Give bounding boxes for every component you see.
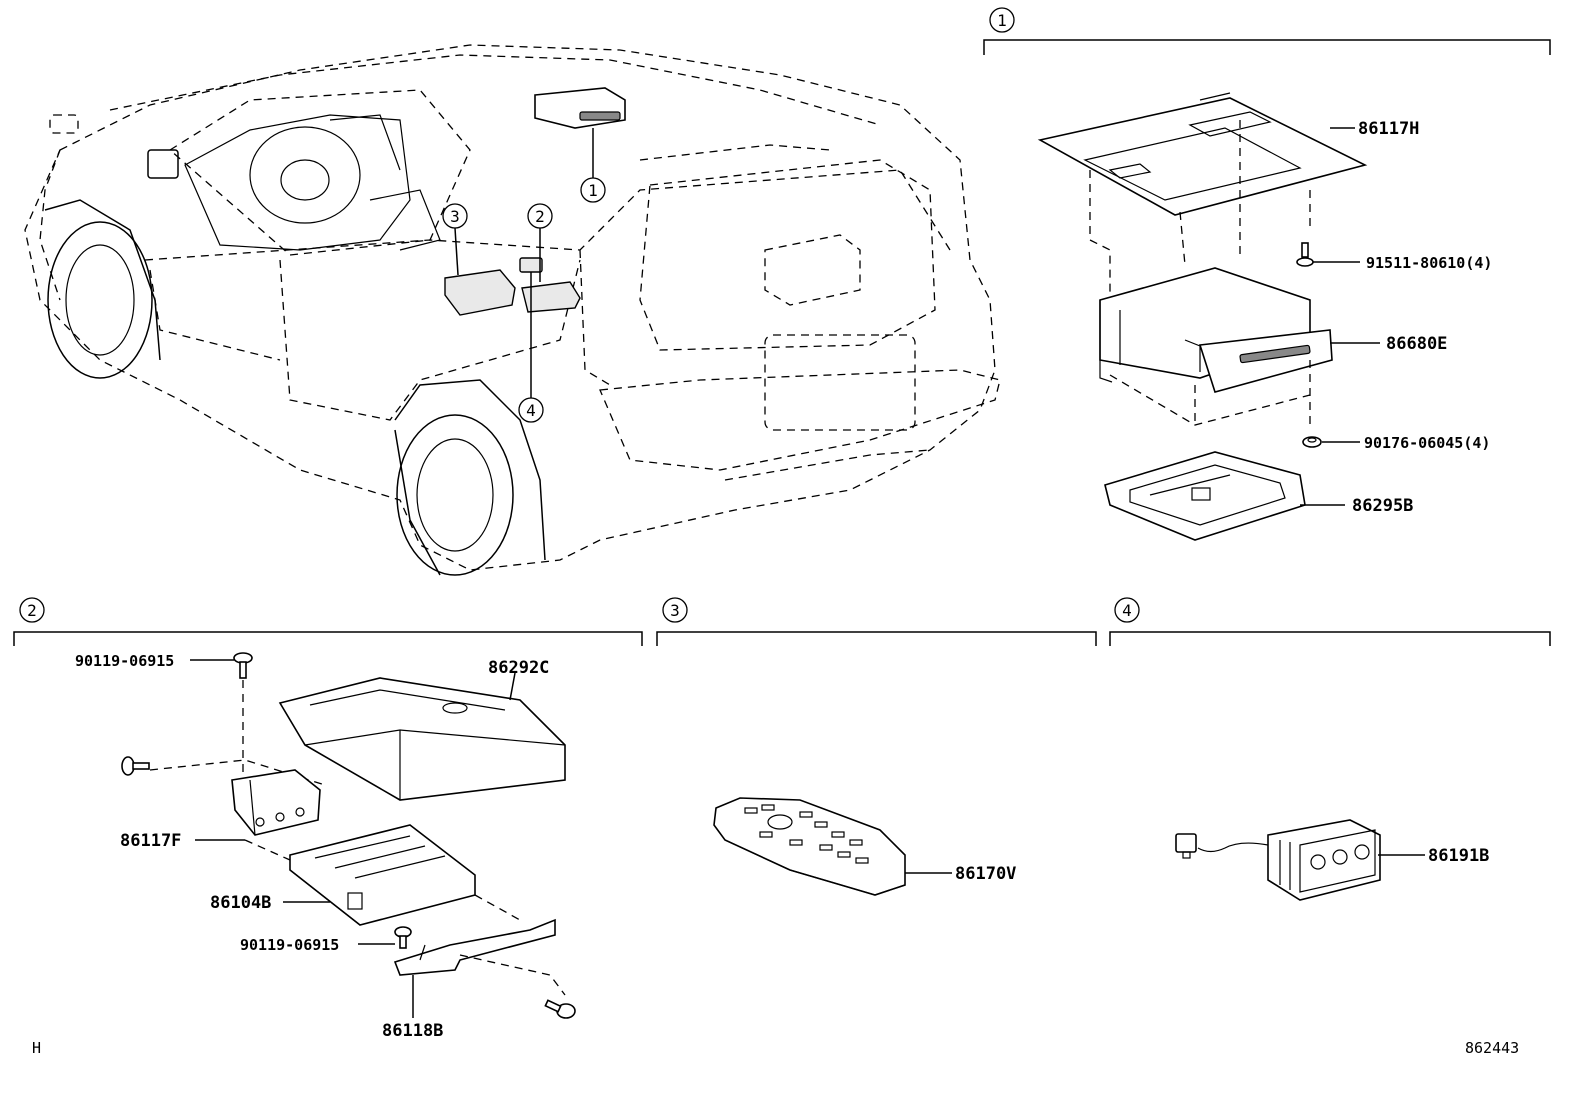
part-86292C-cover (278, 677, 566, 801)
part-86295B-housing (1104, 451, 1306, 541)
overview-callout-3: 3 (442, 203, 468, 229)
section-2: 2 (13, 597, 643, 1019)
overview-callout-4: 4 (518, 397, 544, 423)
svg-text:1: 1 (588, 181, 598, 200)
label-86117H: 86117H (1358, 119, 1419, 139)
part-86680E-unit (1099, 267, 1333, 393)
part-screw-left (121, 756, 150, 776)
section-3: 3 (656, 597, 1097, 896)
section-3-bracket (656, 631, 1097, 646)
svg-text:4: 4 (1122, 601, 1132, 620)
label-86117F: 86117F (120, 831, 181, 851)
label-90176-06045: 90176-06045(4) (1364, 434, 1490, 452)
label-86104B: 86104B (210, 893, 271, 913)
section-1: 1 (983, 7, 1551, 541)
part-86118B-bracket (393, 918, 556, 976)
section-4: 4 (1109, 597, 1551, 901)
label-86170V: 86170V (955, 864, 1016, 884)
part-90119-screw-top (233, 652, 253, 679)
svg-text:2: 2 (27, 601, 37, 620)
label-86118B: 86118B (382, 1021, 443, 1041)
part-86104B-unit (289, 824, 476, 926)
label-90119-06915-bottom: 90119-06915 (240, 936, 339, 954)
label-86292C: 86292C (488, 658, 549, 678)
svg-text:3: 3 (450, 207, 460, 226)
svg-text:1: 1 (997, 11, 1007, 30)
label-90119-06915-top: 90119-06915 (75, 652, 174, 670)
section-2-callout (19, 597, 45, 623)
part-86117H-plate (1037, 92, 1368, 216)
footer-left-code: H (32, 1039, 41, 1057)
label-86295B: 86295B (1352, 496, 1413, 516)
part-screw-bottom-right (544, 999, 576, 1019)
svg-text:4: 4 (526, 401, 536, 420)
part-90119-screw-bottom (394, 926, 412, 949)
label-91511-80610: 91511-80610(4) (1366, 254, 1492, 272)
svg-text:2: 2 (535, 207, 545, 226)
section-4-bracket (1109, 631, 1551, 646)
section-2-bracket (13, 631, 643, 646)
part-86170V-remote (713, 797, 906, 896)
section-4-callout (1114, 597, 1140, 623)
section-3-callout (662, 597, 688, 623)
label-86191B: 86191B (1428, 846, 1489, 866)
vehicle-overview (24, 44, 1001, 576)
overview-callout-2: 2 (527, 203, 553, 229)
part-86191B-jack (1175, 819, 1381, 901)
overview-callout-1: 1 (580, 177, 606, 203)
part-86117F-bracket (231, 769, 321, 836)
diagram-number: 862443 (1465, 1039, 1519, 1057)
part-91511-screw (1296, 242, 1314, 267)
part-90176-nut (1302, 436, 1322, 448)
section-1-callout (989, 7, 1015, 33)
section-1-bracket (983, 39, 1551, 55)
svg-text:3: 3 (670, 601, 680, 620)
label-86680E: 86680E (1386, 334, 1447, 354)
